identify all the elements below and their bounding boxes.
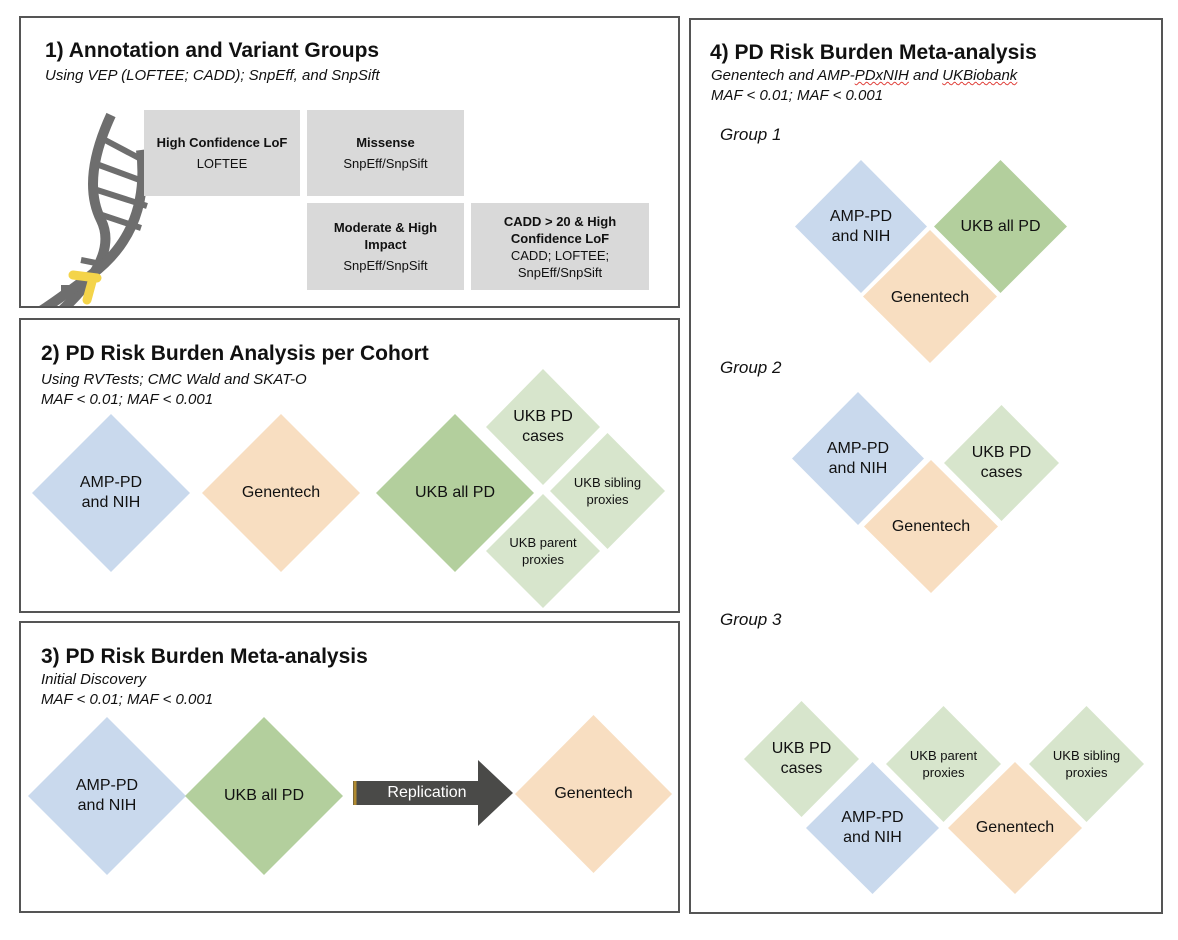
diamond-label: UKB parent proxies [509,535,577,567]
group-label: Group 1 [720,125,782,144]
diamond-label: UKB all PD [223,787,305,804]
diamond-genentech: Genentech [515,715,672,873]
diamond-ukb-pd-cases: UKB PD cases [486,369,600,485]
group-label: Group 3 [720,610,782,629]
diamond-amp-pd-nih: AMP-PD and NIH [806,762,939,894]
box-title: CADD > 20 & High Confidence LoF [503,213,617,246]
diamond-label: AMP-PD and NIH [75,777,139,814]
diamond-label: UKB PD cases [971,444,1032,481]
diamond-amp-pd-nih: AMP-PD and NIH [792,392,924,525]
box-title: Missense [356,135,415,150]
diamond-label: UKB all PD [960,217,1041,235]
diamond-genentech: Genentech [948,762,1082,894]
diamond-label: UKB PD cases [771,740,832,777]
diamond-label: Genentech [241,484,321,501]
variant-group-moderate-high: Moderate & High Impact SnpEff/SnpSift [307,203,464,290]
panel-subtitle: Using VEP (LOFTEE; CADD); SnpEff, and Sn… [45,66,380,86]
subtitle-line: Initial Discovery [41,671,147,688]
diamond-ukb-parent-proxies: UKB parent proxies [886,706,1001,822]
panel-title: 2) PD Risk Burden Analysis per Cohort [41,342,429,365]
maf-line: MAF < 0.01; MAF < 0.001 [711,87,884,104]
variant-group-cadd-lof: CADD > 20 & High Confidence LoF CADD; LO… [471,203,649,290]
subtitle-part: and [908,67,943,84]
diamond-ukb-all-pd: UKB all PD [934,160,1067,293]
replication-arrow: Replication [353,760,513,826]
diamond-label: AMP-PD and NIH [826,439,890,477]
diamond-label: UKB all PD [414,484,496,501]
panel-title: 3) PD Risk Burden Meta-analysis [41,645,368,668]
diamond-amp-pd-nih: AMP-PD and NIH [32,414,190,572]
diamond-ukb-sibling-proxies: UKB sibling proxies [550,433,665,549]
box-tool: CADD; LOFTEE; SnpEff/SnpSift [510,247,610,280]
diamond-label: UKB sibling proxies [1052,748,1121,780]
panel-title: 1) Annotation and Variant Groups [45,39,380,62]
box-title: Moderate & High Impact [333,220,438,252]
box-tool: LOFTEE [196,156,248,171]
subtitle-line: Using RVTests; CMC Wald and SKAT-O [41,371,307,388]
diamond-ukb-all-pd: UKB all PD [376,414,534,572]
panel-subtitle: Genentech and AMP-PDxNIH and UKBiobank M… [711,66,1017,106]
maf-line: MAF < 0.01; MAF < 0.001 [41,391,214,408]
maf-line: MAF < 0.01; MAF < 0.001 [41,691,214,708]
diamond-label: AMP-PD and NIH [829,207,893,245]
diamond-label: Genentech [890,288,970,306]
diamond-label: Genentech [975,819,1055,836]
arrow-label: Replication [387,784,467,801]
diamond-amp-pd-nih: AMP-PD and NIH [28,717,186,875]
box-tool: SnpEff/SnpSift [343,156,428,171]
subtitle-line: Using VEP (LOFTEE; CADD); SnpEff, and Sn… [45,67,380,84]
box-tool: SnpEff/SnpSift [343,258,428,273]
diamond-label: UKB sibling proxies [573,475,642,507]
diamond-amp-pd-nih: AMP-PD and NIH [795,160,927,293]
diamond-label: UKB PD cases [513,408,573,445]
panel-subtitle: Initial Discovery MAF < 0.01; MAF < 0.00… [41,670,213,710]
diamond-label: Genentech [891,517,971,535]
box-title: High Confidence LoF [156,135,288,150]
diamond-label: AMP-PD and NIH [79,474,143,511]
subtitle-line: Genentech and AMP-PDxNIH and UKBiobank [711,66,1017,86]
diamond-ukb-sibling-proxies: UKB sibling proxies [1029,706,1144,822]
variant-group-missense: Missense SnpEff/SnpSift [307,110,464,196]
diamond-ukb-all-pd: UKB all PD [185,717,343,875]
diamond-label: UKB parent proxies [909,748,978,780]
subtitle-part: UKBiobank [942,67,1018,84]
diamond-ukb-pd-cases: UKB PD cases [944,405,1059,521]
diamond-genentech: Genentech [863,230,997,363]
diamond-genentech: Genentech [202,414,360,572]
diamond-genentech: Genentech [864,460,998,593]
group-label: Group 2 [720,358,782,377]
panel-title: 4) PD Risk Burden Meta-analysis [710,41,1037,64]
arrow-right-icon [353,760,513,826]
dna-helix-icon [39,112,148,306]
subtitle-part: Genentech and AMP- [711,67,855,84]
diamond-ukb-parent-proxies: UKB parent proxies [486,494,600,608]
panel-subtitle: Using RVTests; CMC Wald and SKAT-O MAF <… [41,370,307,410]
subtitle-part: PDxNIH [854,67,909,84]
variant-group-hc-lof: High Confidence LoF LOFTEE [144,110,300,196]
panel-annotation: 1) Annotation and Variant Groups Using V… [19,16,680,308]
diamond-label: AMP-PD and NIH [841,809,904,846]
diamond-ukb-pd-cases: UKB PD cases [744,701,859,817]
diamond-label: Genentech [554,785,633,802]
